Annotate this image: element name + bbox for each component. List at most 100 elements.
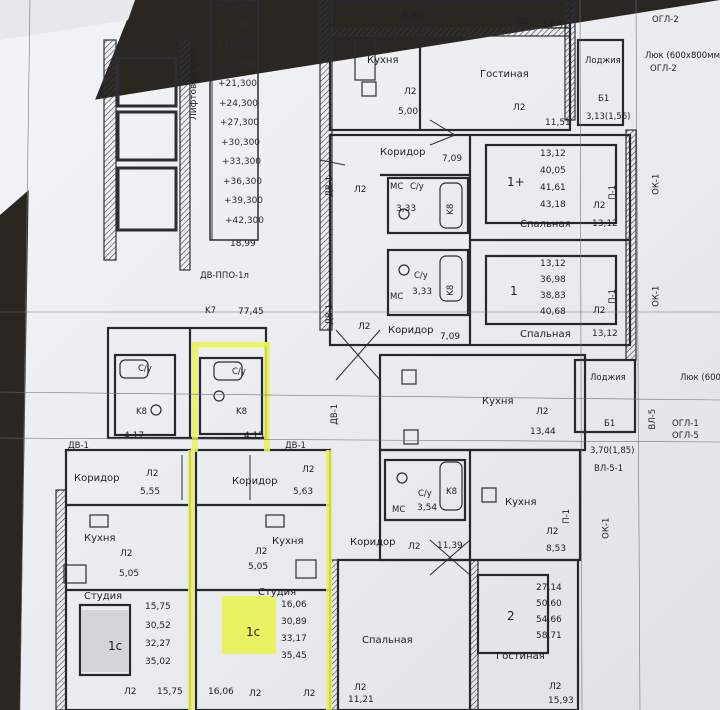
studio-left-l2-b: Л2 — [120, 549, 133, 559]
apt1plus-wc-area: 3,33 — [396, 204, 417, 214]
interior-walls — [64, 0, 637, 710]
apt2-ok1: ОК-1 — [601, 517, 612, 539]
apt2-bedroom: Спальная — [362, 635, 413, 646]
p-1-b: П-1 — [608, 288, 619, 304]
apt2-a1: 27,14 — [536, 583, 562, 593]
apt1plus-a3: 41,61 — [540, 183, 566, 193]
apt2-living-area: 15,93 — [548, 696, 574, 706]
studio-mid-l2-c: Л2 — [249, 689, 262, 699]
door-tag-dv-ppo: ДВ-ППО-1л — [200, 271, 249, 281]
studio-mid-a3: 33,17 — [281, 634, 307, 644]
top-living-label: Гостиная — [480, 69, 529, 80]
apt1plus-corridor-area: 7,09 — [442, 154, 463, 164]
mid-wc: С/у — [232, 367, 246, 377]
mid-kitchen-label: Кухня — [482, 396, 514, 407]
p-1-a: П-1 — [608, 184, 619, 200]
studio-left-a3: 32,27 — [145, 639, 171, 649]
vl-5-1: ВЛ-5-1 — [594, 464, 624, 474]
apt2-k8: K8 — [446, 487, 457, 497]
top-kitchen-area: 5,00 — [398, 107, 419, 117]
apt2-corridor-area: 11,39 — [437, 541, 463, 551]
apt2-l2-c: Л2 — [354, 683, 367, 693]
apt2-kitchen-area: 8,53 — [546, 544, 567, 554]
apt1-a3: 38,83 — [540, 291, 566, 301]
top-l2-a: Л2 — [404, 87, 417, 97]
studio-mid-kitchen-area: 5,05 — [248, 562, 269, 572]
apt1plus-rooms: 1+ — [507, 175, 525, 189]
apt2-wc-area: 3,54 — [417, 503, 438, 513]
ogl-2-a: ОГЛ-2 — [652, 15, 679, 25]
apt2-a3: 54,66 — [536, 615, 562, 625]
apt1-wc: С/у — [414, 271, 428, 281]
apt1-k8: K8 — [446, 284, 457, 296]
studio-mid-a4: 35,45 — [281, 651, 307, 661]
studio-mid-corridor-area: 5,63 — [293, 487, 314, 497]
top-l2-c: Л2 — [516, 17, 529, 27]
apt2-ms: МС — [392, 505, 406, 515]
highlight-marker — [188, 342, 332, 710]
studio-left-a4: 35,02 — [145, 657, 171, 667]
elevation-mark: +33,300 — [222, 157, 262, 167]
apt1-l2-b: Л2 — [593, 306, 606, 316]
top-kitchen-label: Кухня — [367, 55, 399, 66]
top-b1: Б1 — [598, 94, 610, 104]
studio-left-l2-c: Л2 — [124, 687, 137, 697]
elevation-mark: +15,300 — [216, 40, 256, 50]
apt2-bed-area: 11,21 — [348, 695, 374, 705]
apt2-l2-a: Л2 — [408, 542, 421, 552]
studio-left-rooms: 1с — [108, 639, 123, 653]
studio-mid-corridor: Коридор — [232, 476, 278, 487]
studio-left-kitchen: Кухня — [84, 533, 116, 544]
apt1plus-wc: С/у — [410, 182, 424, 192]
apt2-kitchen: Кухня — [505, 497, 537, 508]
area-9-00: 9,00 — [402, 11, 423, 21]
studio-left-corridor-area: 5,55 — [140, 487, 161, 497]
vl-5: ВЛ-5 — [648, 408, 659, 430]
apt1plus-bed-area: 13,12 — [592, 219, 618, 229]
mid-k8: K8 — [236, 407, 247, 417]
top-area-1151a: 11,51 — [543, 21, 569, 31]
apt2-l2-b: Л2 — [546, 527, 559, 537]
studio-left-bottom-area: 15,75 — [157, 687, 183, 697]
elevation-mark: +30,300 — [221, 137, 261, 148]
top-area-1151b: 11,51 — [545, 118, 571, 128]
lift-shafts — [116, 56, 178, 232]
door-tag-k7: K7 — [205, 306, 216, 316]
apt2-wc: С/у — [418, 489, 432, 499]
studio-left-a2: 30,52 — [145, 621, 171, 631]
elevation-mark: +9,300 — [214, 1, 248, 11]
fixtures — [63, 39, 497, 584]
apt1-bed-area: 13,12 — [592, 329, 618, 339]
elevation-mark: +18,300 — [217, 59, 257, 70]
elevation-mark: +42,300 — [225, 215, 265, 226]
dv1-a: ДВ-1 — [325, 175, 336, 197]
apt1plus-a2: 40,05 — [540, 166, 566, 176]
apt1-wc-area: 3,33 — [412, 287, 433, 297]
apt2-rooms: 2 — [507, 609, 515, 623]
apt2-l2-d: Л2 — [549, 682, 562, 692]
apt1plus-ms: МС — [390, 182, 404, 192]
ok-1-b: ОК-1 — [651, 285, 662, 307]
lift-hall-area: 18,99 — [230, 239, 256, 249]
apt1-a4: 40,68 — [540, 307, 566, 317]
studio-mid-l2-d: Л2 — [303, 689, 316, 699]
dv1-c: ДВ-1 — [330, 403, 341, 425]
lift-hall-label: Лифтовой холл — [189, 47, 199, 120]
apt1plus-k8: K8 — [446, 203, 457, 215]
dv1-b: ДВ-1 — [325, 303, 336, 325]
top-l2-b: Л2 — [513, 103, 526, 113]
studio-mid-label: Студия — [258, 587, 297, 598]
apt1-l2-a: Л2 — [358, 322, 371, 332]
apt1-rooms: 1 — [510, 284, 518, 298]
apt1plus-corridor: Коридор — [380, 147, 426, 158]
apt1-a2: 36,98 — [540, 275, 566, 285]
elevation-mark: +36,300 — [223, 176, 263, 187]
apt2-corridor: Коридор — [350, 537, 396, 548]
ogl-5: ОГЛ-5 — [672, 431, 699, 441]
mid-hatch: Люк (600 — [680, 373, 720, 383]
studio-left-a1: 15,75 — [145, 602, 171, 612]
door-swings — [181, 119, 471, 576]
